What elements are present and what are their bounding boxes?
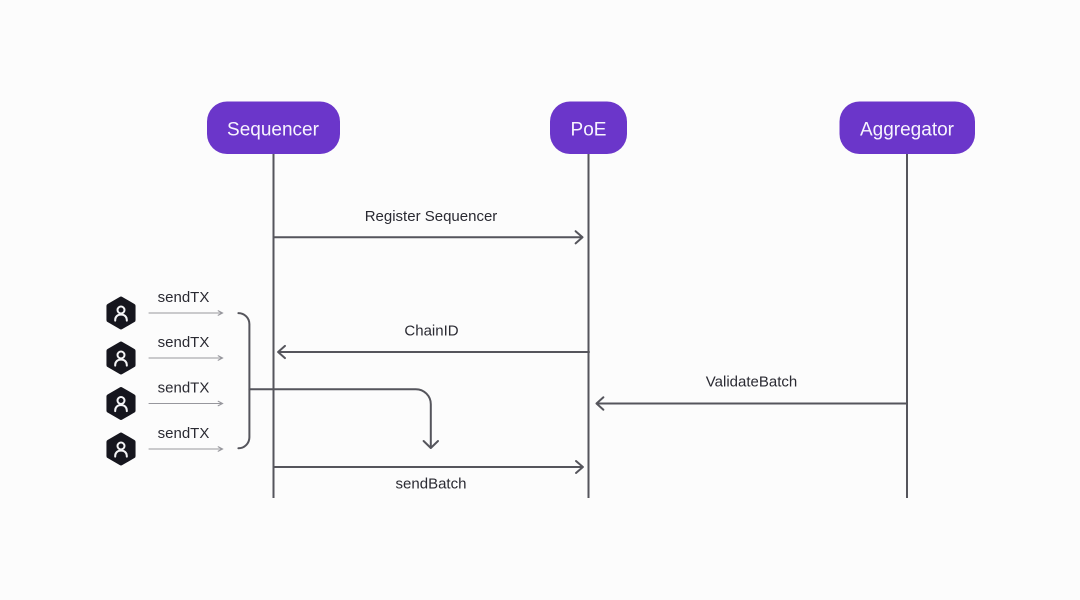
svg-text:sendTX: sendTX bbox=[158, 334, 210, 351]
svg-text:sendBatch: sendBatch bbox=[396, 475, 467, 492]
svg-text:Sequencer: Sequencer bbox=[227, 120, 320, 141]
svg-text:sendTX: sendTX bbox=[158, 380, 210, 397]
svg-text:ValidateBatch: ValidateBatch bbox=[706, 374, 797, 391]
svg-text:sendTX: sendTX bbox=[158, 425, 210, 442]
svg-text:Aggregator: Aggregator bbox=[860, 120, 955, 141]
svg-text:PoE: PoE bbox=[571, 120, 607, 141]
svg-text:sendTX: sendTX bbox=[158, 289, 210, 306]
svg-text:Register Sequencer: Register Sequencer bbox=[365, 208, 498, 225]
svg-text:ChainID: ChainID bbox=[404, 323, 458, 340]
